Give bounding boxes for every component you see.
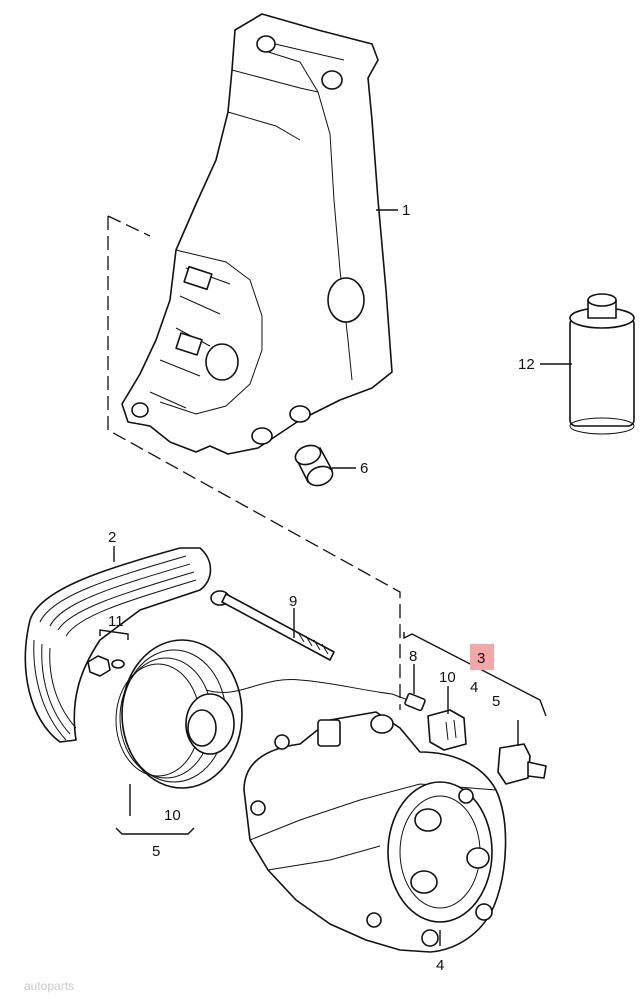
callout-10-connector: 10 — [439, 669, 456, 686]
leader-lines — [99, 209, 572, 946]
bolt-part — [210, 590, 335, 661]
callout-3: 3 — [477, 650, 485, 667]
callout-11: 11 — [108, 613, 124, 630]
callout-5-lower: 5 — [152, 843, 160, 860]
callout-6: 6 — [360, 460, 368, 477]
callout-1: 1 — [402, 202, 410, 219]
oil-bottle-part — [569, 293, 635, 435]
connector-part — [427, 709, 467, 751]
callout-12: 12 — [518, 356, 535, 373]
callout-2: 2 — [108, 529, 116, 546]
callout-10-pulley: 10 — [164, 807, 181, 824]
callout-8: 8 — [409, 648, 417, 665]
callout-4-lower: 4 — [436, 957, 444, 974]
callout-3-highlight — [470, 644, 494, 670]
bracket-part — [121, 13, 393, 455]
callout-5-upper: 5 — [492, 693, 500, 710]
callout-9: 9 — [289, 593, 297, 610]
cable-sensor-part — [205, 679, 426, 712]
callout-labels: 1 6 12 2 9 11 8 3 10 4 5 10 5 4 — [108, 202, 535, 974]
assembly-dashed-outline — [107, 215, 401, 710]
watermark: autoparts — [24, 979, 74, 993]
bushing-part — [294, 444, 334, 487]
compressor-part — [243, 711, 507, 953]
clutch-pulley-part — [115, 639, 243, 789]
nut-part — [87, 655, 125, 677]
callout-4-upper: 4 — [470, 679, 478, 696]
drive-belt-part — [24, 547, 212, 743]
connector-plug-part — [497, 743, 547, 785]
